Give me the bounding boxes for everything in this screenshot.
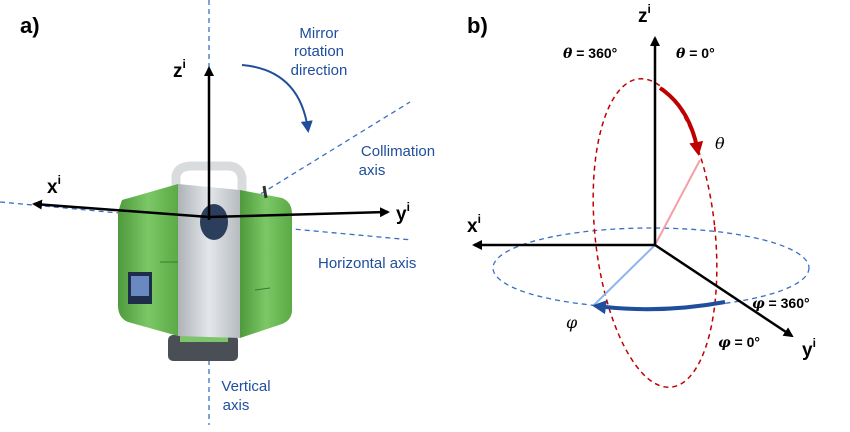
- collimation-label-1: Collimation: [361, 143, 435, 160]
- y-axis-label-b: yi: [802, 336, 816, 361]
- laser-scanner-image: [118, 161, 292, 361]
- theta-rotation-arrow: [658, 86, 704, 156]
- phi-0-label: φ = 0°: [718, 334, 760, 351]
- z-axis-label: zi: [173, 57, 186, 82]
- phi-label: φ: [566, 313, 578, 332]
- x-axis-arrow: [32, 199, 210, 219]
- vertical-rotation-ellipse: [592, 77, 718, 389]
- panel-b: b) zi xi yi θ = 360° θ = 0° θ φ φ = 360°…: [467, 2, 816, 389]
- theta-point-line: [654, 159, 701, 246]
- theta-label: θ: [715, 134, 725, 153]
- vertical-axis-label-1: Vertical: [221, 378, 270, 395]
- horizontal-axis-line: [0, 201, 413, 241]
- mirror-rotation-arrow: [241, 64, 313, 133]
- theta-0-label: θ = 0°: [676, 45, 715, 62]
- panel-a: a): [0, 0, 435, 425]
- y-axis-arrow: [208, 207, 390, 219]
- collimation-label-2: axis: [359, 162, 386, 179]
- z-axis-label-b: zi: [638, 2, 651, 27]
- horizontal-axis-label: Horizontal axis: [318, 255, 416, 272]
- theta-360-label: θ = 360°: [563, 45, 617, 62]
- vertical-axis-label-2: axis: [223, 397, 250, 414]
- y-axis-label: yi: [396, 200, 410, 225]
- mirror-label-3: direction: [291, 62, 348, 79]
- mirror-label-2: rotation: [294, 43, 344, 60]
- mirror-label-1: Mirror: [299, 25, 338, 42]
- phi-rotation-arrow: [592, 300, 726, 315]
- phi-point-line: [593, 244, 656, 306]
- x-axis-label: xi: [47, 173, 61, 198]
- phi-360-label: φ = 360°: [752, 295, 810, 312]
- y-axis-arrow-b: [654, 243, 794, 338]
- panel-a-label: a): [20, 13, 40, 38]
- panel-b-label: b): [467, 13, 488, 38]
- horizontal-rotation-ellipse: [492, 227, 810, 309]
- x-axis-label-b: xi: [467, 212, 481, 237]
